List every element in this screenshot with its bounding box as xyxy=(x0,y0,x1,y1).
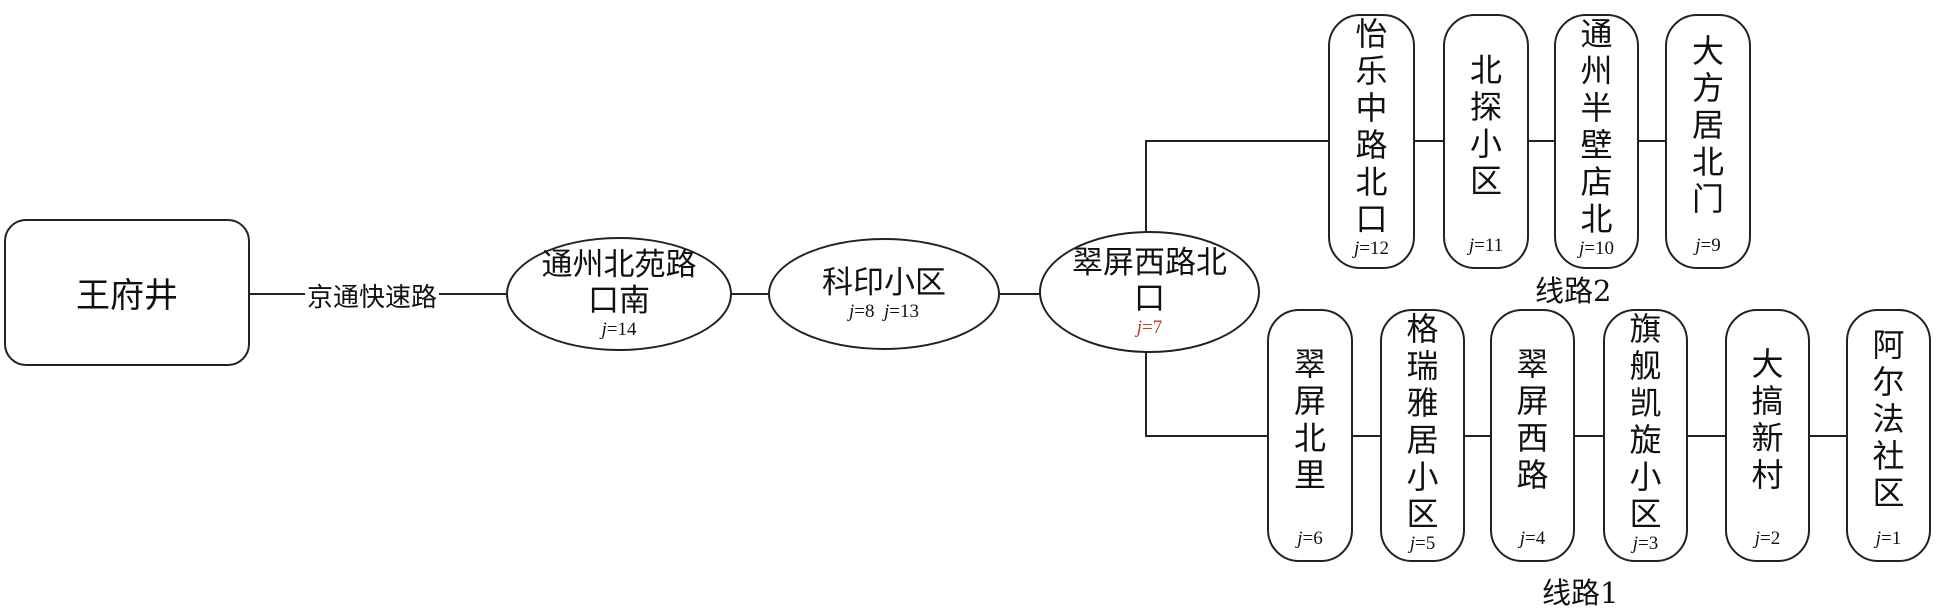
stop-label: 翠屏西路 xyxy=(1516,344,1549,494)
stop-index: j=12 xyxy=(1354,238,1389,259)
stop-index: j=1 xyxy=(1875,528,1902,549)
stop-index: j=11 xyxy=(1468,235,1504,256)
branch-line xyxy=(1145,140,1147,232)
route1-stop: 翠屏西路 j=4 xyxy=(1490,309,1575,562)
trunk-node: 科印小区 j=8 j=13 xyxy=(768,238,1000,350)
node-label: 科印小区 xyxy=(822,265,946,301)
connector-line xyxy=(998,293,1041,295)
stop-label: 大方居北门 xyxy=(1692,32,1725,218)
stop-label: 翠屏北里 xyxy=(1294,344,1327,494)
stop-index: j=3 xyxy=(1632,533,1659,554)
edge-label: 京通快速路 xyxy=(305,277,440,314)
node-index: j=7 xyxy=(1136,317,1163,338)
trunk-node-junction: 翠屏西路北口 j=7 xyxy=(1039,231,1260,353)
start-node: 王府井 xyxy=(4,219,250,366)
stop-label: 北探小区 xyxy=(1470,50,1503,200)
node-index: j=8 j=13 xyxy=(849,301,919,322)
stop-label: 通州半壁店北 xyxy=(1580,15,1613,238)
trunk-node: 通州北苑路口南 j=14 xyxy=(506,237,732,351)
route1-stop: 阿尔法社区 j=1 xyxy=(1846,309,1931,562)
route2-stop: 北探小区 j=11 xyxy=(1443,14,1529,269)
route1-stop: 大搞新村 j=2 xyxy=(1725,309,1810,562)
stop-index: j=4 xyxy=(1519,528,1546,549)
start-node-label: 王府井 xyxy=(76,276,178,316)
stop-label: 旗舰凯旋小区 xyxy=(1629,310,1662,533)
stop-label: 阿尔法社区 xyxy=(1872,326,1905,512)
stop-index: j=9 xyxy=(1695,235,1721,256)
node-label: 翠屏西路北口 xyxy=(1072,245,1227,317)
stop-index: j=5 xyxy=(1409,533,1436,554)
stop-label: 怡乐中路北口 xyxy=(1355,15,1388,238)
route2-stop: 怡乐中路北口 j=12 xyxy=(1328,14,1415,269)
route2-label: 线路2 xyxy=(1535,274,1612,308)
stop-label: 大搞新村 xyxy=(1751,344,1784,494)
connector-line xyxy=(730,293,770,295)
node-index: j=14 xyxy=(601,319,637,340)
route1-stop: 翠屏北里 j=6 xyxy=(1267,309,1353,562)
stop-label: 格瑞雅居小区 xyxy=(1406,310,1439,533)
node-label: 通州北苑路口南 xyxy=(541,247,697,319)
route1-stop: 格瑞雅居小区 j=5 xyxy=(1380,309,1465,562)
route2-stop: 通州半壁店北 j=10 xyxy=(1554,14,1639,269)
route1-stop: 旗舰凯旋小区 j=3 xyxy=(1603,309,1688,562)
branch-line xyxy=(1145,350,1147,436)
stop-index: j=10 xyxy=(1579,238,1614,259)
stop-index: j=2 xyxy=(1754,528,1781,549)
route1-label: 线路1 xyxy=(1542,576,1619,610)
route2-stop: 大方居北门 j=9 xyxy=(1665,14,1751,269)
stop-index: j=6 xyxy=(1297,528,1323,549)
